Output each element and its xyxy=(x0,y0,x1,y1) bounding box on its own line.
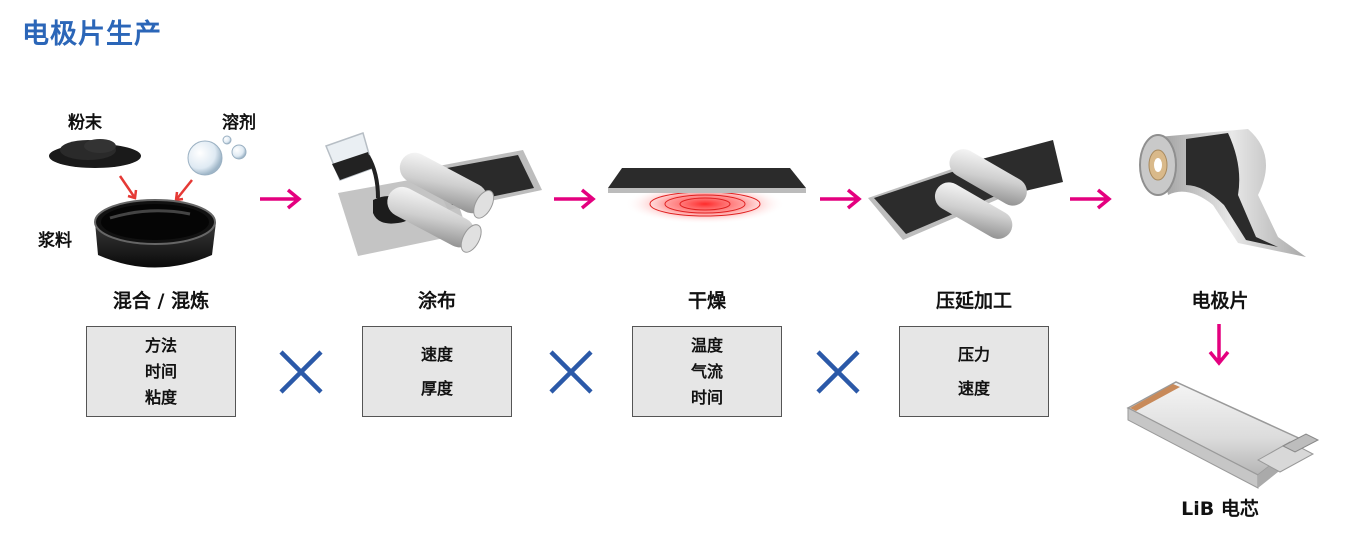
flow-arrow-3 xyxy=(820,188,862,210)
output-label-electrode: 电极片 xyxy=(1191,290,1249,312)
flow-arrow-2 xyxy=(554,188,596,210)
step-label-drying: 干燥 xyxy=(687,290,726,312)
cross-icon-3 xyxy=(816,350,860,394)
step-label-mixing: 混合 / 混炼 xyxy=(112,290,210,312)
calendering-illustration xyxy=(868,140,1063,240)
param-item: 方法 xyxy=(144,335,177,355)
cross-icon-2 xyxy=(549,350,593,394)
flow-arrow-4 xyxy=(1070,188,1112,210)
param-item: 时间 xyxy=(144,361,177,381)
electrode-roll-illustration xyxy=(1139,129,1306,257)
cross-icon-1 xyxy=(279,350,323,394)
param-item: 压力 xyxy=(957,344,990,364)
param-item: 厚度 xyxy=(420,378,453,398)
red-arrow-right xyxy=(174,179,193,202)
flow-arrow-down xyxy=(1208,324,1230,366)
solvent-bubble xyxy=(187,140,223,176)
red-arrow-left xyxy=(118,175,138,200)
step-label-coating: 涂布 xyxy=(417,290,456,312)
params-box-mixing: 方法 时间 粘度 xyxy=(86,326,236,417)
drying-illustration xyxy=(608,168,806,224)
page-title: 电极片生产 xyxy=(22,19,162,50)
param-item: 速度 xyxy=(957,378,990,398)
param-item: 粘度 xyxy=(144,387,177,407)
params-box-calendering: 压力 速度 xyxy=(899,326,1049,417)
param-item: 温度 xyxy=(690,335,723,355)
heat-glow xyxy=(625,184,785,224)
params-box-drying: 温度 气流 时间 xyxy=(632,326,782,417)
battery-cell-illustration xyxy=(1126,381,1320,489)
params-box-coating: 速度 厚度 xyxy=(362,326,512,417)
step-label-calendering: 压延加工 xyxy=(935,290,1012,312)
param-item: 气流 xyxy=(690,361,723,381)
param-item: 速度 xyxy=(420,344,453,364)
param-item: 时间 xyxy=(690,387,723,407)
flow-arrow-1 xyxy=(260,188,302,210)
slurry-label: 浆料 xyxy=(38,231,72,251)
solvent-label: 溶剂 xyxy=(222,113,256,133)
mixing-illustration xyxy=(49,135,247,268)
coating-illustration xyxy=(325,132,542,256)
output-label-cell: LiB 电芯 xyxy=(1181,498,1259,520)
powder-label: 粉末 xyxy=(68,113,102,133)
